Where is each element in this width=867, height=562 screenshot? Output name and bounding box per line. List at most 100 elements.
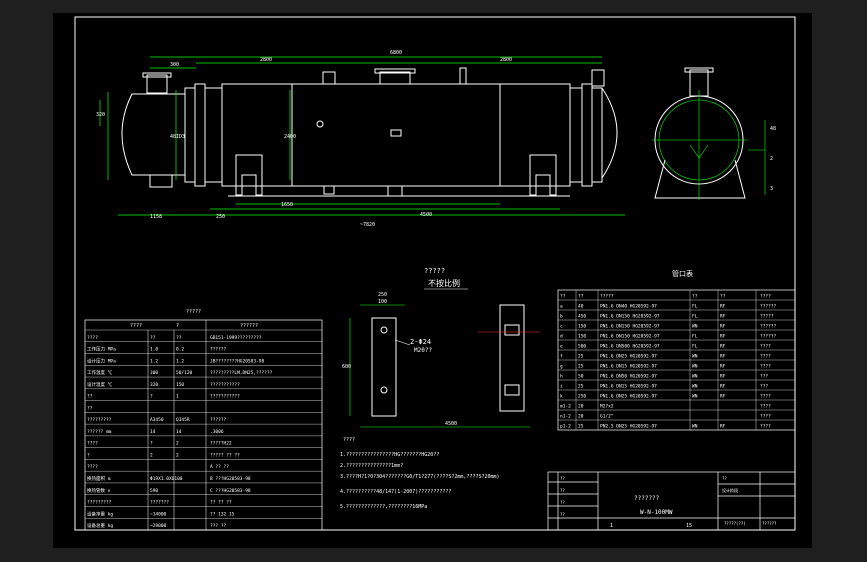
nozzle-cell: PN2.5 DN25 HG20592-97 — [600, 424, 657, 430]
spec-cell: GB151-1999????????? — [210, 335, 262, 341]
nozzle-header-cell: ????? — [600, 294, 614, 300]
nozzle-cell: ??? — [760, 384, 768, 390]
spec-cell: ? — [150, 394, 153, 400]
nozzle-cell: WN — [692, 324, 698, 330]
nozzle-cell: ???? — [760, 354, 771, 360]
spec-cell: 换热面积 m — [87, 475, 111, 482]
spec-cell: A ?? ?? — [210, 464, 229, 470]
spec-table: ????? ???? ? ?????? ????????GB151-1999??… — [84, 309, 323, 531]
spec-cell: 换热管数 n — [87, 487, 111, 494]
nozzle-cell: 150 — [578, 324, 586, 330]
nozzle-cell: d — [560, 334, 563, 340]
nozzle-cell: ???? — [760, 344, 771, 350]
note-5: 5.?????????????,????????16MPa — [340, 504, 427, 510]
spec-cell: ? — [150, 441, 153, 447]
nozzle-cell: 25 — [578, 354, 584, 360]
spec-cell: 590 — [150, 488, 158, 494]
nozzle-cell: RF — [720, 314, 726, 320]
nozzle-cell: 25 — [578, 364, 584, 370]
nozzle-cell: ?????? — [760, 324, 777, 330]
spec-cell: ??????????? — [210, 382, 240, 388]
detail-dim-top-1: 100 — [378, 299, 387, 305]
nozzle-cell: 150 — [578, 334, 586, 340]
spec-cell: 1.2 — [150, 358, 158, 364]
spec-cell: 320 — [150, 382, 158, 388]
spec-cell: ???? — [87, 441, 98, 447]
section-title: ????? — [424, 267, 445, 275]
spec-cell: 2 — [176, 441, 179, 447]
nozzle-cell: FL — [692, 344, 698, 350]
spec-cell: ??? ?? — [210, 523, 227, 529]
side-saddle — [654, 159, 746, 199]
spec-cell: ?????????LM,DN25,?????? — [210, 370, 273, 376]
nozzle-cell: 25 — [578, 384, 584, 390]
nozzle-cell: RF — [720, 364, 726, 370]
spec-cell: 50/120 — [176, 370, 193, 376]
detail-dim-top-0: 250 — [378, 292, 387, 298]
nozzle-cell: 25 — [578, 424, 584, 430]
spec-header-1: ? — [176, 323, 179, 329]
note-2: 2.???????????????1mm? — [340, 463, 403, 469]
nozzle-cell: WN — [692, 354, 698, 360]
spec-cell: ?????? — [210, 417, 227, 423]
spec-cell: 0.2 — [176, 347, 184, 353]
nozzle-cell: G1/2" — [600, 414, 614, 420]
spec-cell: ???? — [87, 335, 98, 341]
spec-cell: Q345R — [176, 417, 190, 423]
spec-cell: ??????????? — [210, 394, 240, 400]
nozzle-cell: PN1.6 DN40 HG20592-97 — [600, 304, 657, 310]
nozzle-cell: ???? — [760, 364, 771, 370]
detail-plate-left — [371, 317, 397, 417]
tb-bottom-1: 15 — [686, 523, 692, 529]
nozzle-cell: WN — [692, 394, 698, 400]
nozzle-cell: FL — [692, 304, 698, 310]
nozzle-cell: RF — [720, 324, 726, 330]
nozzle-cell: FL — [692, 314, 698, 320]
drawing-frame — [74, 16, 796, 531]
spec-cell: 设备总重 kg — [87, 522, 113, 529]
detail-bolt-label: 2-Φ24 — [410, 338, 431, 346]
spec-cell: 设计压力 MPa — [87, 357, 116, 364]
tb-bottom-0: 1 — [610, 523, 613, 529]
detail-plate-right — [499, 304, 525, 412]
title-block — [547, 471, 796, 531]
nozzle-cell: WN — [692, 384, 698, 390]
note-4: 4.??????????48/147(1-2007)??????????? — [340, 489, 451, 495]
nozzle-cell: 500 — [578, 344, 586, 350]
side-label-2: 3 — [770, 186, 773, 192]
nozzle-cell: ?????? — [760, 334, 777, 340]
nozzle-cell: g — [560, 365, 563, 370]
nozzle-cell: 250 — [578, 394, 586, 400]
nozzle-cell: b — [560, 314, 563, 320]
main-view — [121, 67, 618, 197]
spec-cell: 14 — [150, 429, 156, 435]
dim-side-0: 320 — [96, 112, 105, 118]
spec-cell: Φ19X1.0X6100 — [150, 476, 183, 482]
side-view — [652, 67, 766, 200]
nozzle-cell: f — [560, 354, 563, 360]
nozzle-header-cell: ?? — [720, 294, 726, 300]
nozzle-cell: 20 — [578, 414, 584, 420]
main-dimensions — [99, 56, 625, 216]
nozzle-cell: RF — [720, 334, 726, 340]
tb-label-1: ?? — [560, 488, 565, 493]
nozzle-cell: 20 — [578, 404, 584, 410]
spec-cell: ?? — [87, 405, 93, 411]
spec-cell: ?????? — [210, 347, 227, 353]
nozzle-cell: k — [560, 394, 563, 400]
nozzle-cell: RF — [720, 344, 726, 350]
spec-cell: ??????? — [150, 500, 169, 506]
nozzle-cell: 450 — [578, 314, 586, 320]
main-dim-text: 6800 2800 2800 300 1158 250 1650 4500 ~7… — [96, 50, 512, 228]
detail-labels: 250 100 600 2-Φ24 M20?? 4500 — [342, 292, 457, 427]
dim-bottom-0: 1158 — [150, 214, 162, 220]
nozzle-cell: m1-2 — [560, 404, 571, 410]
nozzle-header-cell: ?? — [578, 294, 584, 300]
dim-top-2: 2800 — [500, 57, 512, 63]
dim-bottom-1: 250 — [216, 214, 225, 220]
nozzle-cell: 50 — [578, 374, 584, 380]
spec-cell: ? — [87, 452, 90, 458]
side-label-1: 2 — [770, 156, 773, 162]
